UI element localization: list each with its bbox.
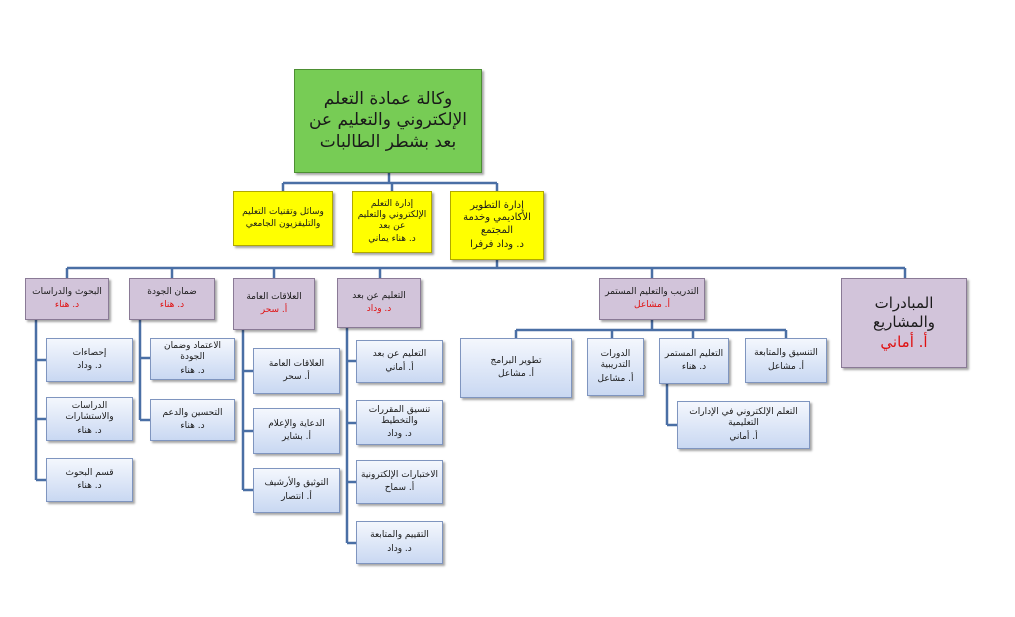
sub-person: أ. انتصار [281, 491, 312, 502]
unit-person: أ. أماني [880, 333, 928, 352]
sub-title: الاختبارات الإلكترونية [361, 469, 438, 480]
quality-improvement: التحسين والدعم د. هناء [150, 399, 235, 441]
unit-title: العلاقات العامة [246, 291, 302, 302]
research-statistics: إحصاءات د. وداد [46, 338, 133, 382]
unit-person: د. هناء [159, 300, 185, 310]
sub-title: التحسين والدعم [162, 407, 223, 418]
unit-research: البحوث والدراسات د. هناء [25, 278, 109, 320]
sub-person: أ. مشاعل [597, 373, 634, 384]
unit-person: د. هناء [54, 300, 80, 310]
distance-course-coordination: تنسيق المقررات والتخطيط د. وداد [356, 400, 443, 445]
unit-training: التدريب والتعليم المستمر أ. مشاعل [599, 278, 705, 320]
sub-person: أ. أماني [385, 362, 414, 373]
pr-public-relations: العلاقات العامة أ. سحر [253, 348, 340, 394]
sub-person: أ. بشاير [282, 432, 311, 442]
sub-person: د. وداد [77, 361, 102, 371]
sub-title: إحصاءات [72, 347, 107, 358]
unit-initiatives: المبادرات والمشاريع أ. أماني [841, 278, 967, 368]
unit-public-relations: العلاقات العامة أ. سحر [233, 278, 315, 330]
unit-title: التدريب والتعليم المستمر [605, 286, 699, 297]
sub-person: د. هناء [180, 365, 205, 376]
sub-title: العلاقات العامة [268, 358, 325, 369]
dept-person: د. هناء يماني [368, 234, 416, 245]
sub-person: د. وداد [387, 429, 412, 440]
sub-person: أ. أماني [729, 431, 758, 442]
unit-title: المبادرات والمشاريع [872, 293, 935, 331]
root-box: وكالة عمادة التعلم الإلكتروني والتعليم ع… [294, 69, 482, 173]
distance-evaluation: التقييم والمتابعة د. وداد [356, 521, 443, 564]
dept-title: إدارة التطوير الأكاديمي وخدمة المجتمع [463, 199, 531, 236]
sub-title: التعليم المستمر [664, 348, 724, 359]
sub-person: د. هناء [77, 481, 102, 491]
sub-title: التنسيق والمتابعة [754, 348, 818, 359]
unit-person: د. وداد [366, 304, 392, 314]
sub-title: الدعاية والإعلام [268, 418, 325, 429]
quality-accreditation: الاعتماد وضمان الجودة د. هناء [150, 338, 235, 380]
sub-title: الاعتماد وضمان الجودة [163, 341, 222, 363]
dept-title: وسائل وتقنيات التعليم والتليفزيون الجامع… [242, 207, 324, 229]
unit-title: البحوث والدراسات [32, 286, 102, 297]
sub-title: الدورات التدريبية [600, 349, 631, 371]
distance-e-exams: الاختبارات الإلكترونية أ. سماح [356, 460, 443, 504]
distance-learning-section: التعليم عن بعد أ. أماني [356, 340, 443, 383]
training-program-development: تطوير البرامج أ. مشاعل [460, 338, 572, 398]
sub-title: التقييم والمتابعة [370, 530, 429, 541]
sub-person: د. هناء [681, 362, 707, 372]
pr-archive: التوثيق والأرشيف أ. انتصار [253, 468, 340, 513]
sub-person: د. هناء [180, 421, 205, 431]
pr-media: الدعاية والإعلام أ. بشاير [253, 408, 340, 454]
sub-person: أ. مشاعل [498, 369, 534, 379]
sub-person: أ. سماح [384, 483, 415, 493]
unit-distance-learning: التعليم عن بعد د. وداد [337, 278, 421, 328]
sub-person: د. هناء [77, 425, 102, 436]
unit-person: أ. سحر [260, 305, 288, 315]
sub-title: الدراسات والاستشارات [65, 401, 114, 423]
sub-title: التوثيق والأرشيف [264, 478, 329, 489]
sub-title: التعلم الإلكتروني في الإدارات التعليمية [689, 407, 798, 429]
root-title: وكالة عمادة التعلم الإلكتروني والتعليم ع… [308, 89, 467, 152]
sub-title: تنسيق المقررات والتخطيط [368, 404, 431, 426]
dept-elearning: إدارة التعلم الإلكتروني والتعليم عن بعد … [352, 191, 432, 253]
continuing-elearning-departments: التعلم الإلكتروني في الإدارات التعليمية … [677, 401, 810, 449]
research-studies: الدراسات والاستشارات د. هناء [46, 397, 133, 441]
sub-person: د. وداد [387, 543, 412, 554]
sub-person: أ. سحر [283, 372, 310, 382]
dept-media-technology: وسائل وتقنيات التعليم والتليفزيون الجامع… [233, 191, 333, 246]
dept-academic-development: إدارة التطوير الأكاديمي وخدمة المجتمع د.… [450, 191, 544, 260]
unit-title: ضمان الجودة [147, 286, 197, 297]
training-coordination: التنسيق والمتابعة أ. مشاعل [745, 338, 827, 383]
sub-title: تطوير البرامج [490, 355, 542, 366]
dept-person: د. وداد فرفرا [470, 239, 524, 250]
training-courses: الدورات التدريبية أ. مشاعل [587, 338, 644, 396]
unit-title: التعليم عن بعد [352, 290, 406, 301]
unit-person: أ. مشاعل [634, 300, 670, 310]
sub-title: قسم البحوث [65, 467, 114, 478]
dept-title: إدارة التعلم الإلكتروني والتعليم عن بعد [357, 198, 427, 232]
sub-person: أ. مشاعل [768, 361, 804, 372]
sub-title: التعليم عن بعد [372, 349, 427, 360]
training-continuing-education: التعليم المستمر د. هناء [659, 338, 729, 384]
unit-quality: ضمان الجودة د. هناء [129, 278, 215, 320]
research-department: قسم البحوث د. هناء [46, 458, 133, 502]
